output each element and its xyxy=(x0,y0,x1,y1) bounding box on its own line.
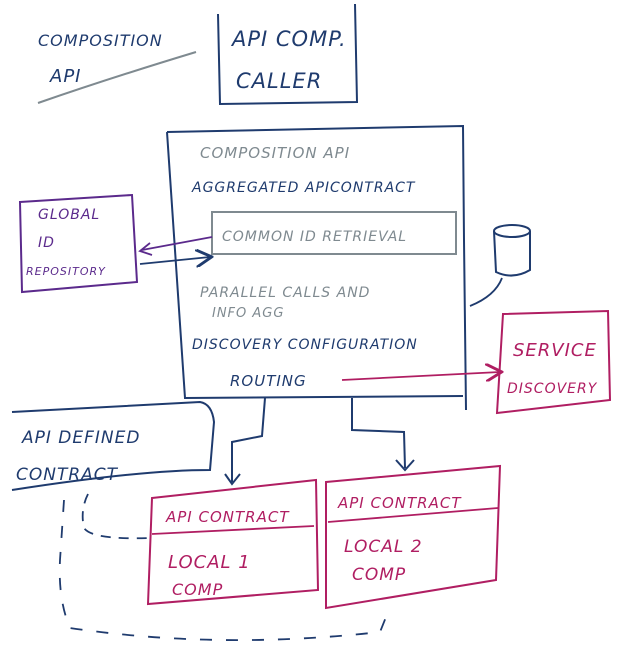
discovery-configuration: DISCOVERY CONFIGURATION xyxy=(192,337,418,353)
repo-common-id-arrows xyxy=(138,236,212,264)
dashed-links xyxy=(58,493,389,641)
repo-box-outline xyxy=(18,193,139,294)
database-icon xyxy=(469,224,531,307)
repo-line2: ID xyxy=(38,235,55,251)
composition-api-box: COMPOSITION API AGGREGATED APICONTRACT C… xyxy=(166,124,467,411)
service-line2: DISCOVERY xyxy=(507,381,598,397)
api-comp-caller-box: API COMP. CALLER xyxy=(217,3,359,106)
local2-outline xyxy=(325,464,502,610)
aggregated-contract: AGGREGATED APICONTRACT xyxy=(191,180,416,196)
caller-box-outline xyxy=(217,3,359,106)
common-id-box xyxy=(211,211,457,255)
local1-header: API CONTRACT xyxy=(165,508,290,526)
service-line1: SERVICE xyxy=(513,340,597,361)
local-2-comp-box: API CONTRACT LOCAL 2 COMP xyxy=(325,464,502,610)
local1-line2: COMP xyxy=(172,580,223,599)
local1-outline xyxy=(146,478,320,606)
api-defined-outline xyxy=(11,400,216,491)
api-defined-line1: API DEFINED xyxy=(21,428,140,448)
local2-line1: LOCAL 2 xyxy=(344,537,423,557)
local2-line2: COMP xyxy=(352,565,406,585)
caller-line2: CALLER xyxy=(236,69,322,93)
routing-connectors xyxy=(224,397,415,486)
db-connector xyxy=(469,277,503,307)
composition-api-label: COMPOSITION API xyxy=(37,31,197,104)
parallel-calls-line1: PARALLEL CALLS AND xyxy=(200,285,370,301)
global-id-repository-box: GLOBAL ID REPOSITORY xyxy=(18,193,139,294)
routing-arrow xyxy=(341,372,500,380)
parallel-calls-line2: INFO AGG xyxy=(212,306,284,321)
composition-label-line1: COMPOSITION xyxy=(38,31,163,50)
common-id-retrieval: COMMON ID RETRIEVAL xyxy=(222,229,407,245)
service-discovery-box: SERVICE DISCOVERY xyxy=(495,309,612,415)
composition-title: COMPOSITION API xyxy=(200,144,350,162)
local1-line1: LOCAL 1 xyxy=(168,552,251,573)
api-defined-contract-box: API DEFINED CONTRACT xyxy=(11,400,216,491)
underline-stroke xyxy=(37,51,197,104)
api-defined-line2: CONTRACT xyxy=(16,465,119,485)
caller-line1: API COMP. xyxy=(230,27,347,51)
routing-label: ROUTING xyxy=(230,372,307,390)
repo-line1: GLOBAL xyxy=(38,207,100,223)
local2-header: API CONTRACT xyxy=(337,494,462,512)
composition-label-line2: API xyxy=(49,66,81,87)
service-discovery-outline xyxy=(495,309,612,415)
local-1-comp-box: API CONTRACT LOCAL 1 COMP xyxy=(146,478,320,606)
repo-line3: REPOSITORY xyxy=(26,265,106,278)
